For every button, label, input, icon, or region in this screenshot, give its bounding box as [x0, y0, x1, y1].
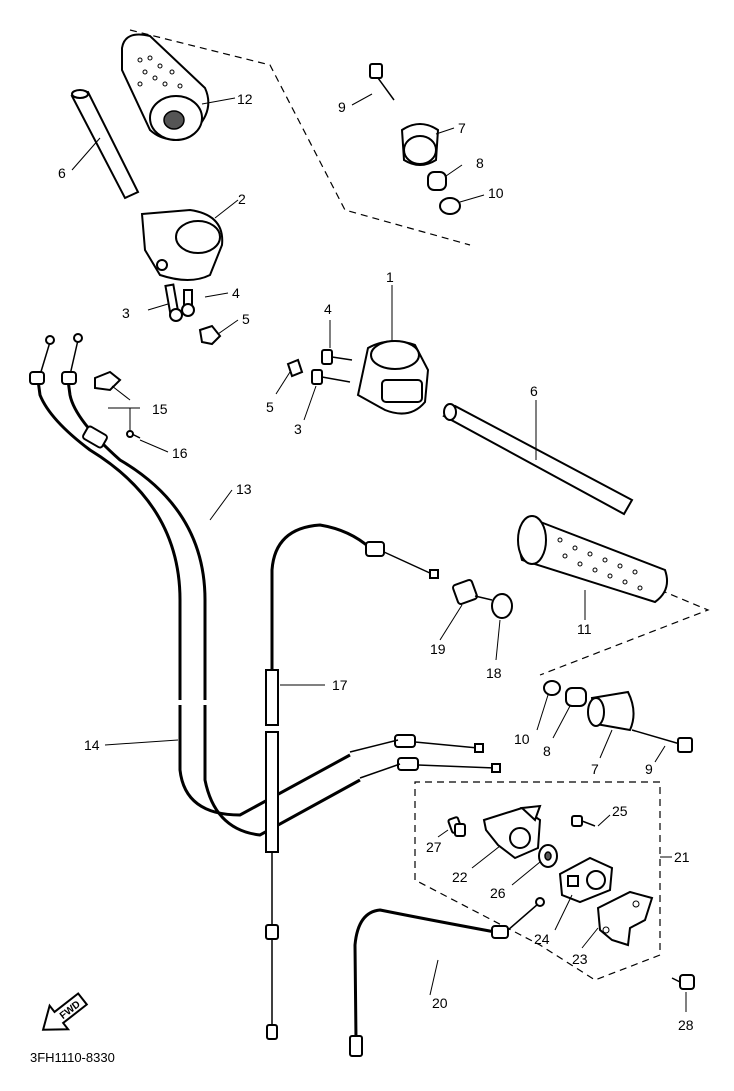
part-6-handlebar-right	[442, 403, 634, 516]
part-5-nut-right	[286, 358, 304, 378]
part-14-throttle-cable-return	[29, 335, 351, 817]
part-5-nut-left	[198, 324, 222, 346]
callout-19: 19	[430, 641, 446, 657]
callout-6-right: 6	[530, 383, 538, 399]
callout-24: 24	[534, 931, 550, 947]
part-16-screw	[126, 430, 141, 439]
part-11-throttle-grip	[517, 515, 668, 604]
callout-20: 20	[432, 995, 448, 1011]
callout-27: 27	[426, 839, 442, 855]
part-18-locknut	[491, 593, 513, 619]
part-8-collar-top	[427, 171, 447, 191]
part-24-lever-holder	[558, 856, 614, 904]
part-6-handlebar-left	[70, 89, 140, 200]
part-4-bolt-right	[321, 349, 353, 365]
part-9-screw-right	[631, 729, 693, 753]
callout-12: 12	[237, 91, 253, 107]
part-27-screw	[447, 816, 466, 837]
part-3-bolt-right	[311, 369, 351, 385]
part-10-nut-right	[543, 680, 561, 696]
throttle-cable-carb-ends	[349, 734, 501, 779]
part-9-screw-top	[369, 63, 395, 101]
callout-3-right: 3	[294, 421, 302, 437]
part-8-collar-right	[565, 687, 587, 707]
diagram-code: 3FH1110-8330	[30, 1050, 115, 1065]
part-19-adjuster	[452, 579, 493, 605]
group-outline-choke-assembly	[414, 781, 661, 981]
callout-16: 16	[172, 445, 188, 461]
callout-28: 28	[678, 1017, 694, 1033]
callout-15: 15	[152, 401, 168, 417]
callout-8-right: 8	[543, 743, 551, 759]
part-4-bolt-left	[181, 289, 195, 317]
part-15-cable-joint	[94, 370, 122, 392]
callout-4-right: 4	[324, 301, 332, 317]
callout-4-left: 4	[232, 285, 240, 301]
part-28-bolt	[671, 974, 695, 990]
part-26-washer	[538, 844, 558, 868]
callout-11: 11	[577, 621, 592, 637]
part-3-bolt-left	[164, 283, 183, 322]
callout-25: 25	[612, 803, 628, 819]
part-7-weight-right	[587, 690, 635, 732]
callout-9-right: 9	[645, 761, 653, 777]
callout-2: 2	[238, 191, 246, 207]
part-25-screw	[571, 815, 596, 827]
callout-14: 14	[84, 737, 100, 753]
part-20-starter-cable	[349, 897, 545, 1057]
callout-1: 1	[386, 269, 394, 285]
forward-arrow-icon: FWD	[41, 992, 89, 1031]
part-13-throttle-cable-pull	[61, 333, 361, 837]
part-12-grip-left	[121, 33, 210, 141]
callout-23: 23	[572, 951, 588, 967]
callout-8-top: 8	[476, 155, 484, 171]
leader-lines	[71, 93, 687, 1012]
callout-26: 26	[490, 885, 506, 901]
callout-18: 18	[486, 665, 502, 681]
group-outline-right-grip	[539, 589, 710, 676]
callout-3-left: 3	[122, 305, 130, 321]
callout-17: 17	[332, 677, 348, 693]
callout-21: 21	[674, 849, 690, 865]
part-23-bracket	[596, 890, 654, 947]
callout-9-top: 9	[338, 99, 346, 115]
part-2-handlebar-holder-left	[140, 208, 224, 281]
callout-5-right: 5	[266, 399, 274, 415]
part-1-throttle-housing	[356, 340, 430, 415]
callout-22: 22	[452, 869, 468, 885]
group-outline-left-grip	[129, 29, 471, 246]
callout-13: 13	[236, 481, 252, 497]
part-22-starter-lever	[482, 804, 542, 860]
callout-7-top: 7	[458, 120, 466, 136]
callout-7-right: 7	[591, 761, 599, 777]
callout-5-left: 5	[242, 311, 250, 327]
callout-10-right: 10	[514, 731, 530, 747]
callout-10-top: 10	[488, 185, 504, 201]
part-7-weight-top	[400, 123, 440, 166]
part-17-starter-cable	[265, 523, 439, 1040]
callout-6-left: 6	[58, 165, 66, 181]
part-10-nut-top	[439, 197, 461, 215]
